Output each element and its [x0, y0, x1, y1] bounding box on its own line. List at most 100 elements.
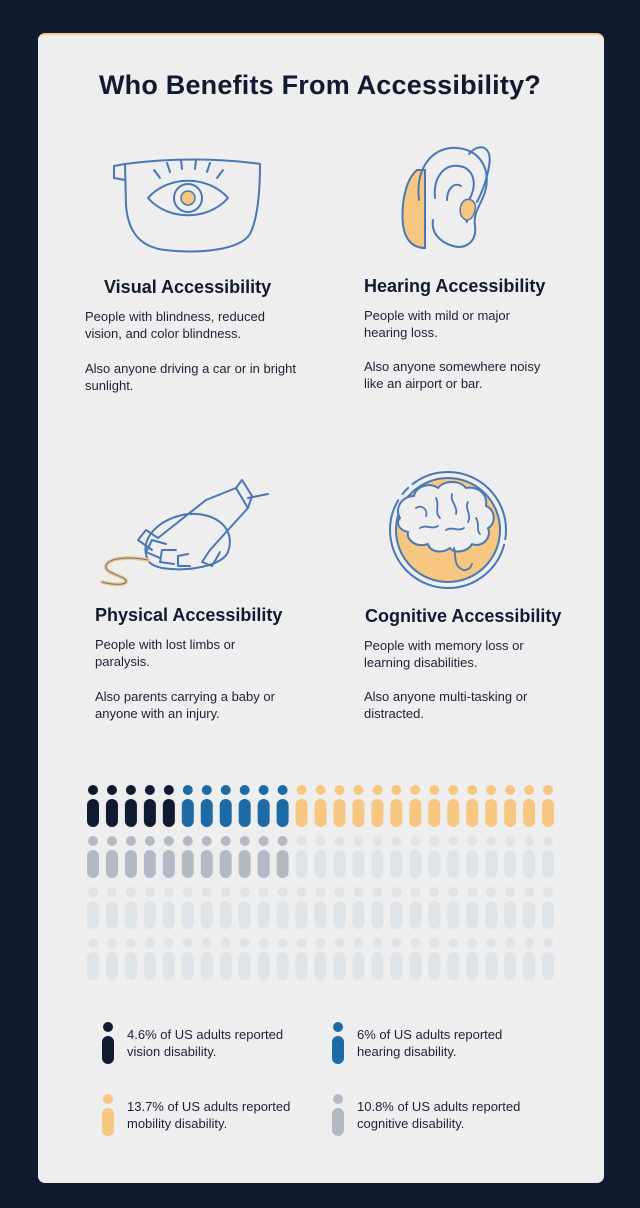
person-figure-other [200, 887, 213, 929]
person-figure-mobility [314, 785, 327, 827]
person-figure-other [466, 938, 479, 980]
person-head [334, 887, 345, 897]
person-head [486, 785, 497, 795]
person-head [201, 785, 212, 795]
person-figure-hearing [219, 785, 232, 827]
person-figure-other [352, 938, 365, 980]
person-head [467, 938, 478, 948]
person-figure-vision [105, 785, 118, 827]
person-body [105, 901, 118, 929]
person-figure-other [219, 938, 232, 980]
person-body [181, 901, 194, 929]
person-figure-cognitive [124, 836, 137, 878]
person-figure-other [390, 938, 403, 980]
person-body [105, 850, 118, 878]
person-head [144, 785, 155, 795]
person-head [391, 938, 402, 948]
person-figure-other [181, 938, 194, 980]
person-head [486, 836, 497, 846]
person-body [447, 901, 460, 929]
person-figure-other [371, 836, 384, 878]
person-head [467, 836, 478, 846]
person-body [219, 901, 232, 929]
person-body [371, 799, 384, 827]
person-figure-hearing [257, 785, 270, 827]
person-figure-mobility [523, 785, 536, 827]
person-figure-other [276, 938, 289, 980]
person-figure-mobility [447, 785, 460, 827]
person-head [486, 887, 497, 897]
person-head [410, 887, 421, 897]
person-figure-other [295, 887, 308, 929]
person-body [181, 850, 194, 878]
person-body [542, 952, 555, 980]
legend-text-cognitive: 10.8% of US adults reported cognitive di… [357, 1099, 521, 1131]
person-figure-other [447, 938, 460, 980]
person-figure-other [428, 887, 441, 929]
person-body [238, 952, 251, 980]
person-figure-other [371, 938, 384, 980]
person-head [296, 836, 307, 846]
hearing-accessibility-text: People with mild or major hearing loss. [364, 308, 510, 340]
person-body [181, 952, 194, 980]
vision-person-icon [102, 1022, 114, 1064]
person-body [143, 850, 156, 878]
person-body [200, 901, 213, 929]
cognitive-person-icon [332, 1094, 344, 1136]
cognitive-accessibility-text: People with memory loss or learning disa… [364, 638, 524, 670]
person-body [200, 799, 213, 827]
legend-text-vision: 4.6% of US adults reported vision disabi… [127, 1027, 284, 1059]
person-head [182, 785, 193, 795]
person-body [352, 850, 365, 878]
person-body [466, 901, 479, 929]
person-body [504, 901, 517, 929]
person-body [219, 952, 232, 980]
person-figure-other [485, 938, 498, 980]
person-body [523, 799, 536, 827]
person-body [523, 952, 536, 980]
person-head [429, 785, 440, 795]
person-figure-other [542, 887, 555, 929]
person-body [124, 850, 137, 878]
person-head [258, 836, 269, 846]
person-head [125, 785, 136, 795]
ear-hearing-aid-icon [401, 146, 491, 250]
person-body [333, 799, 346, 827]
person-head [277, 785, 288, 795]
person-figure-other [162, 887, 175, 929]
person-body [295, 799, 308, 827]
person-head [88, 938, 98, 948]
person-body [219, 799, 232, 827]
person-head [106, 785, 117, 795]
brain-icon [389, 471, 507, 589]
person-body [523, 901, 536, 929]
person-head [372, 785, 383, 795]
person-body [105, 799, 118, 827]
person-figure-other [428, 836, 441, 878]
person-figure-cognitive [87, 836, 99, 878]
infographic-card [38, 33, 604, 1183]
person-body [257, 901, 270, 929]
person-head [543, 785, 554, 795]
person-head [524, 785, 535, 795]
person-head [201, 938, 212, 948]
person-figure-other [390, 887, 403, 929]
person-body [87, 799, 99, 827]
person-head [239, 785, 250, 795]
person-body [352, 952, 365, 980]
person-figure-other [105, 938, 118, 980]
person-head [505, 887, 516, 897]
person-figure-other [124, 938, 137, 980]
person-figure-other [390, 836, 403, 878]
person-figure-vision [124, 785, 137, 827]
person-head [144, 938, 155, 948]
person-head [353, 836, 364, 846]
person-head [467, 887, 478, 897]
person-head [334, 836, 345, 846]
person-body [485, 952, 498, 980]
person-figure-other [276, 887, 289, 929]
person-body [295, 952, 308, 980]
person-body [333, 901, 346, 929]
person-figure-other [485, 887, 498, 929]
person-body [200, 952, 213, 980]
